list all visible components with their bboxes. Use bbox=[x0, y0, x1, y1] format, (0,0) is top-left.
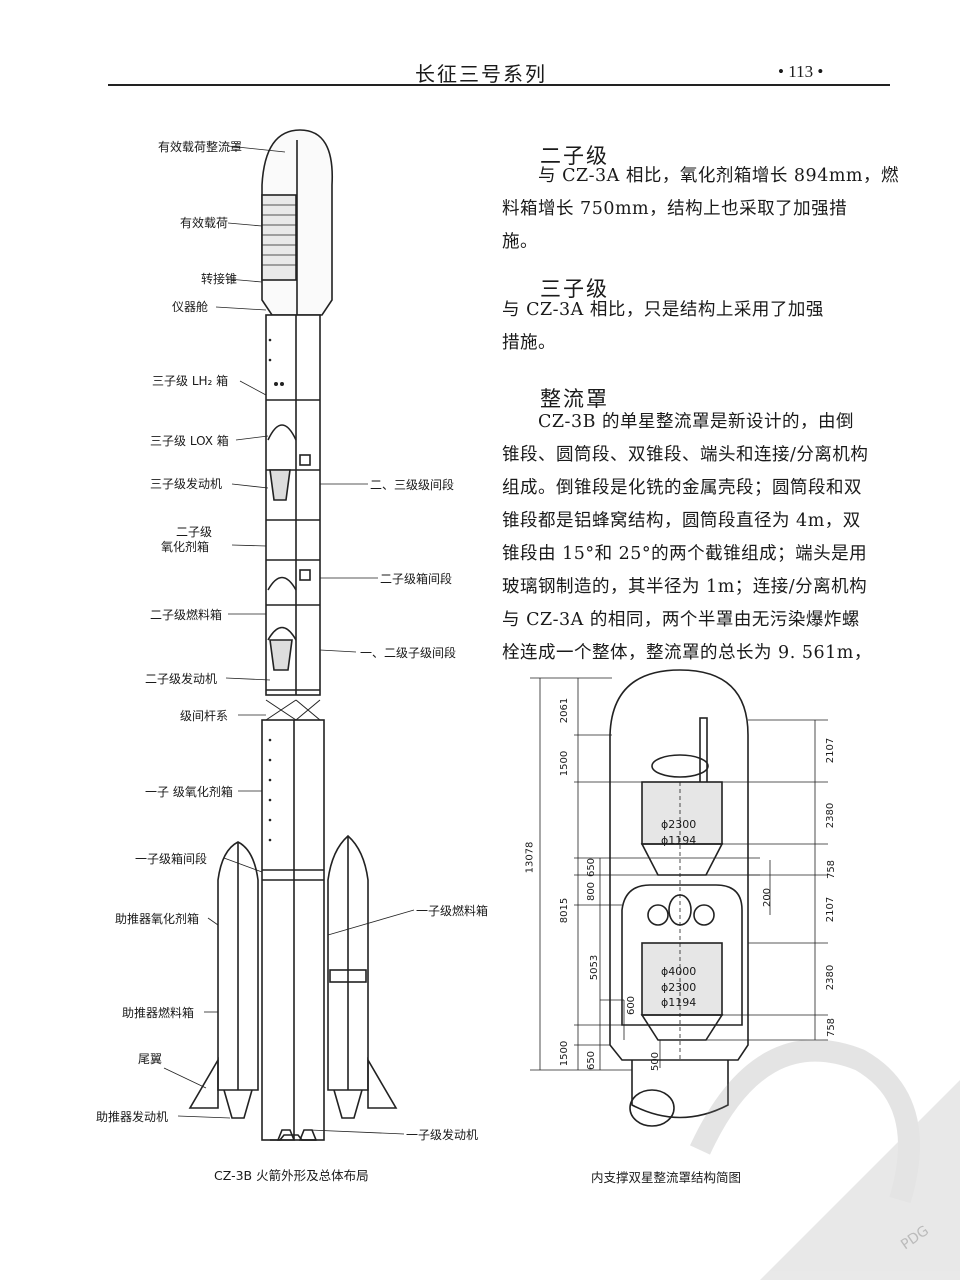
running-header-title: 长征三号系列 bbox=[415, 62, 547, 86]
text-line: 栓连成一个整体，整流罩的总长为 9. 561m， bbox=[502, 643, 872, 663]
label-stage2-fuel-tank: 二子级燃料箱 bbox=[150, 608, 223, 622]
dim-label: 5053 bbox=[589, 954, 601, 981]
label-stage3-engine: 三子级发动机 bbox=[150, 477, 223, 491]
label-oxidizer-tank: 氧化剂箱 bbox=[161, 540, 210, 554]
label-stage1-oxidizer-tank: 一子 级氧化剂箱 bbox=[145, 785, 233, 799]
diameter-label: ϕ2300 bbox=[661, 981, 697, 994]
section-body-fairing: CZ-3B 的单星整流罩是新设计的，由倒 锥段、圆筒段、双锥段、端头和连接/分离… bbox=[502, 406, 882, 670]
dim-label: 13078 bbox=[524, 841, 536, 874]
dim-label: 600 bbox=[626, 995, 638, 1016]
label-tail-fin: 尾翼 bbox=[138, 1052, 163, 1066]
label-stage23-interstage: 二、三级级间段 bbox=[370, 478, 455, 492]
label-stage2: 二子级 bbox=[176, 525, 213, 539]
section-title-stage3: 三子级 bbox=[540, 277, 609, 301]
label-booster-engine: 助推器发动机 bbox=[96, 1110, 169, 1124]
label-interstage-truss: 级间杆系 bbox=[180, 709, 229, 723]
text-line: 与 CZ-3A 相比，氧化剂箱增长 894mm，燃 bbox=[538, 166, 900, 186]
section-title-fairing: 整流罩 bbox=[540, 387, 609, 411]
label-stage2-engine: 二子级发动机 bbox=[145, 672, 218, 686]
label-booster-oxidizer-tank: 助推器氧化剂箱 bbox=[115, 912, 200, 926]
text-line: 料箱增长 750mm，结构上也采取了加强措 bbox=[502, 199, 848, 219]
header-rule bbox=[108, 84, 890, 86]
text-line: 锥段、圆筒段、双锥段、端头和连接/分离机构 bbox=[502, 445, 869, 465]
label-stage1-fuel-tank: 一子级燃料箱 bbox=[416, 904, 489, 918]
page-number: • 113 • bbox=[778, 62, 824, 81]
text-line: 玻璃钢制造的，其半径为 1m；连接/分离机构 bbox=[502, 577, 868, 597]
label-adapter-cone: 转接锥 bbox=[201, 272, 238, 286]
dim-label: 2107 bbox=[825, 737, 837, 764]
dim-label: 650 bbox=[586, 857, 598, 878]
watermark-seal bbox=[690, 1039, 960, 1280]
dim-label: 1500 bbox=[559, 750, 571, 777]
label-stage1-intertank: 一子级箱间段 bbox=[135, 852, 208, 866]
dim-label: 2380 bbox=[825, 802, 837, 829]
label-stage2-intertank: 二子级箱间段 bbox=[380, 572, 453, 586]
dim-label: 2380 bbox=[825, 964, 837, 991]
dim-label: 758 bbox=[826, 1017, 838, 1038]
dim-label: 2107 bbox=[825, 896, 837, 923]
fairing-figure-caption: 内支撑双星整流罩结构简图 bbox=[591, 1170, 742, 1185]
text-line: 与 CZ-3A 相比，只是结构上采用了加强 bbox=[502, 300, 824, 320]
text-line: 锥段由 15°和 25°的两个截锥组成；端头是用 bbox=[502, 544, 868, 564]
dim-label: 500 bbox=[650, 1051, 662, 1072]
label-stage3-lox-tank: 三子级 LOX 箱 bbox=[150, 434, 229, 448]
section-title-stage2: 二子级 bbox=[540, 144, 609, 168]
section-body-stage3: 与 CZ-3A 相比，只是结构上采用了加强 措施。 bbox=[502, 294, 882, 360]
dim-label: 758 bbox=[826, 859, 838, 880]
diameter-label: ϕ4000 bbox=[661, 965, 697, 978]
dim-label: 650 bbox=[586, 1050, 598, 1071]
label-payload: 有效载荷 bbox=[180, 216, 229, 230]
text-line: CZ-3B 的单星整流罩是新设计的，由倒 bbox=[538, 412, 855, 432]
label-stage1-engine: 一子级发动机 bbox=[406, 1128, 479, 1142]
label-instrument-bay: 仪器舱 bbox=[172, 300, 209, 314]
section-body-stage2: 与 CZ-3A 相比，氧化剂箱增长 894mm，燃 料箱增长 750mm，结构上… bbox=[502, 160, 900, 259]
label-booster-fuel-tank: 助推器燃料箱 bbox=[122, 1006, 195, 1020]
label-payload-fairing: 有效载荷整流罩 bbox=[158, 140, 243, 154]
text-line: 与 CZ-3A 的相同，两个半罩由无污染爆炸螺 bbox=[502, 610, 860, 630]
diameter-label: ϕ2300 bbox=[661, 818, 697, 831]
diameter-label: ϕ1194 bbox=[661, 834, 697, 847]
label-stage3-lh2-tank: 三子级 LH₂ 箱 bbox=[152, 374, 229, 388]
dim-label: 8015 bbox=[559, 897, 571, 924]
text-line: 措施。 bbox=[502, 333, 556, 353]
text-line: 施。 bbox=[502, 232, 538, 252]
rocket-figure-caption: CZ-3B 火箭外形及总体布局 bbox=[214, 1168, 369, 1183]
text-line: 组成。倒锥段是化铣的金属壳段；圆筒段和双 bbox=[502, 478, 862, 498]
dim-label: 1500 bbox=[559, 1040, 571, 1067]
dim-label: 200 bbox=[762, 887, 774, 908]
text-line: 锥段都是铝蜂窝结构，圆筒段直径为 4m，双 bbox=[502, 511, 861, 531]
label-stage12-interstage: 一、二级子级间段 bbox=[360, 646, 457, 660]
dim-label: 2061 bbox=[559, 697, 571, 724]
dim-label: 800 bbox=[586, 881, 598, 902]
diameter-label: ϕ1194 bbox=[661, 996, 697, 1009]
